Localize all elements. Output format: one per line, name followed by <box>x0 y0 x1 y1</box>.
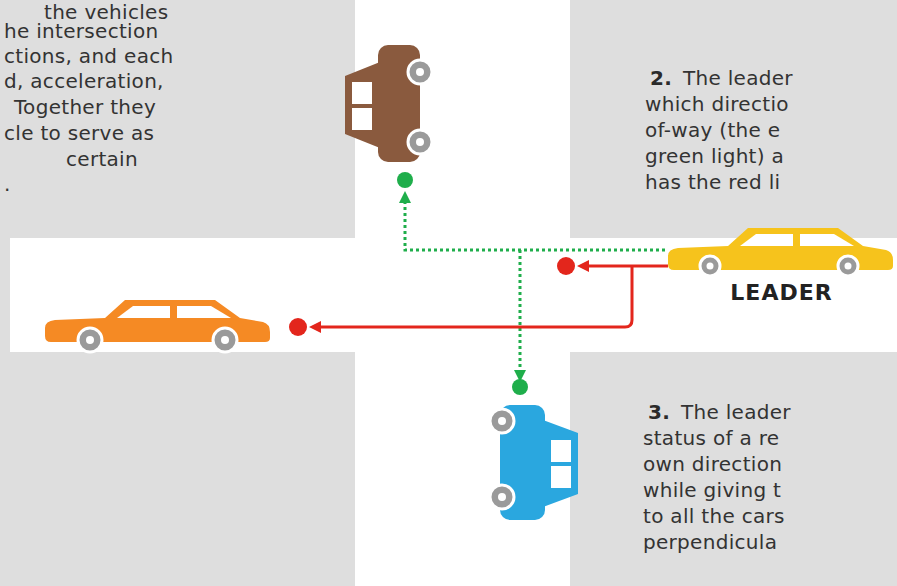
leader-car: LEADER <box>668 226 895 305</box>
text-fragment: which directio <box>645 92 789 117</box>
car-window <box>177 306 231 318</box>
right-of-way-path <box>405 197 665 250</box>
callout-number: 3. <box>648 400 670 425</box>
car-hub <box>416 138 424 146</box>
car-wheel <box>700 256 720 276</box>
text-fragment: The leader <box>683 66 793 91</box>
red-light-path <box>315 266 632 327</box>
right-of-way-path <box>519 250 522 376</box>
car-window <box>352 108 372 130</box>
car-wheel <box>408 60 432 84</box>
car-window <box>117 306 170 318</box>
callout-number: 2. <box>650 66 672 91</box>
car-cabin <box>543 420 578 507</box>
car-window <box>551 440 571 462</box>
text-fragment: . <box>4 172 11 197</box>
car-icon <box>668 226 895 276</box>
car-window <box>740 234 793 246</box>
car-hub <box>498 493 506 501</box>
text-fragment: Together they <box>14 95 156 120</box>
text-fragment: own direction <box>643 452 782 477</box>
text-fragment: green light) a <box>645 144 784 169</box>
text-fragment: has the red li <box>645 170 780 195</box>
car-wheel <box>838 256 858 276</box>
car-wheel <box>408 130 432 154</box>
text-fragment: perpendicula <box>643 530 777 555</box>
text-fragment: he intersection <box>4 19 158 44</box>
car-hub <box>707 263 714 270</box>
text-fragment: d, acceleration, <box>4 69 164 94</box>
text-fragment: to all the cars <box>643 504 785 529</box>
brown-car <box>345 45 432 162</box>
car-hub <box>221 336 229 344</box>
car-label: LEADER <box>668 280 895 305</box>
text-fragment: status of a re <box>643 426 779 451</box>
text-fragment: while giving t <box>643 478 781 503</box>
red-light-dot <box>289 318 307 336</box>
green-light-dot <box>512 379 528 395</box>
car-wheel <box>213 328 237 352</box>
green-light-dot <box>397 172 413 188</box>
blue-car <box>490 405 578 520</box>
car-window <box>800 234 854 246</box>
text-fragment: ctions, and each <box>4 44 173 69</box>
orange-car <box>45 300 270 352</box>
car-hub <box>498 417 506 425</box>
text-fragment: certain <box>66 147 138 172</box>
car-hub <box>86 336 94 344</box>
car-cabin <box>345 62 380 148</box>
text-fragment: The leader <box>681 400 791 425</box>
car-window <box>352 82 372 104</box>
car-hub <box>845 263 852 270</box>
car-wheel <box>490 485 514 509</box>
red-light-dot <box>557 257 575 275</box>
car-wheel <box>78 328 102 352</box>
car-hub <box>416 68 424 76</box>
car-wheel <box>490 409 514 433</box>
red-light-path <box>583 265 668 268</box>
text-fragment: cle to serve as <box>4 121 154 146</box>
text-fragment: of-way (the e <box>645 118 780 143</box>
car-window <box>551 466 571 488</box>
